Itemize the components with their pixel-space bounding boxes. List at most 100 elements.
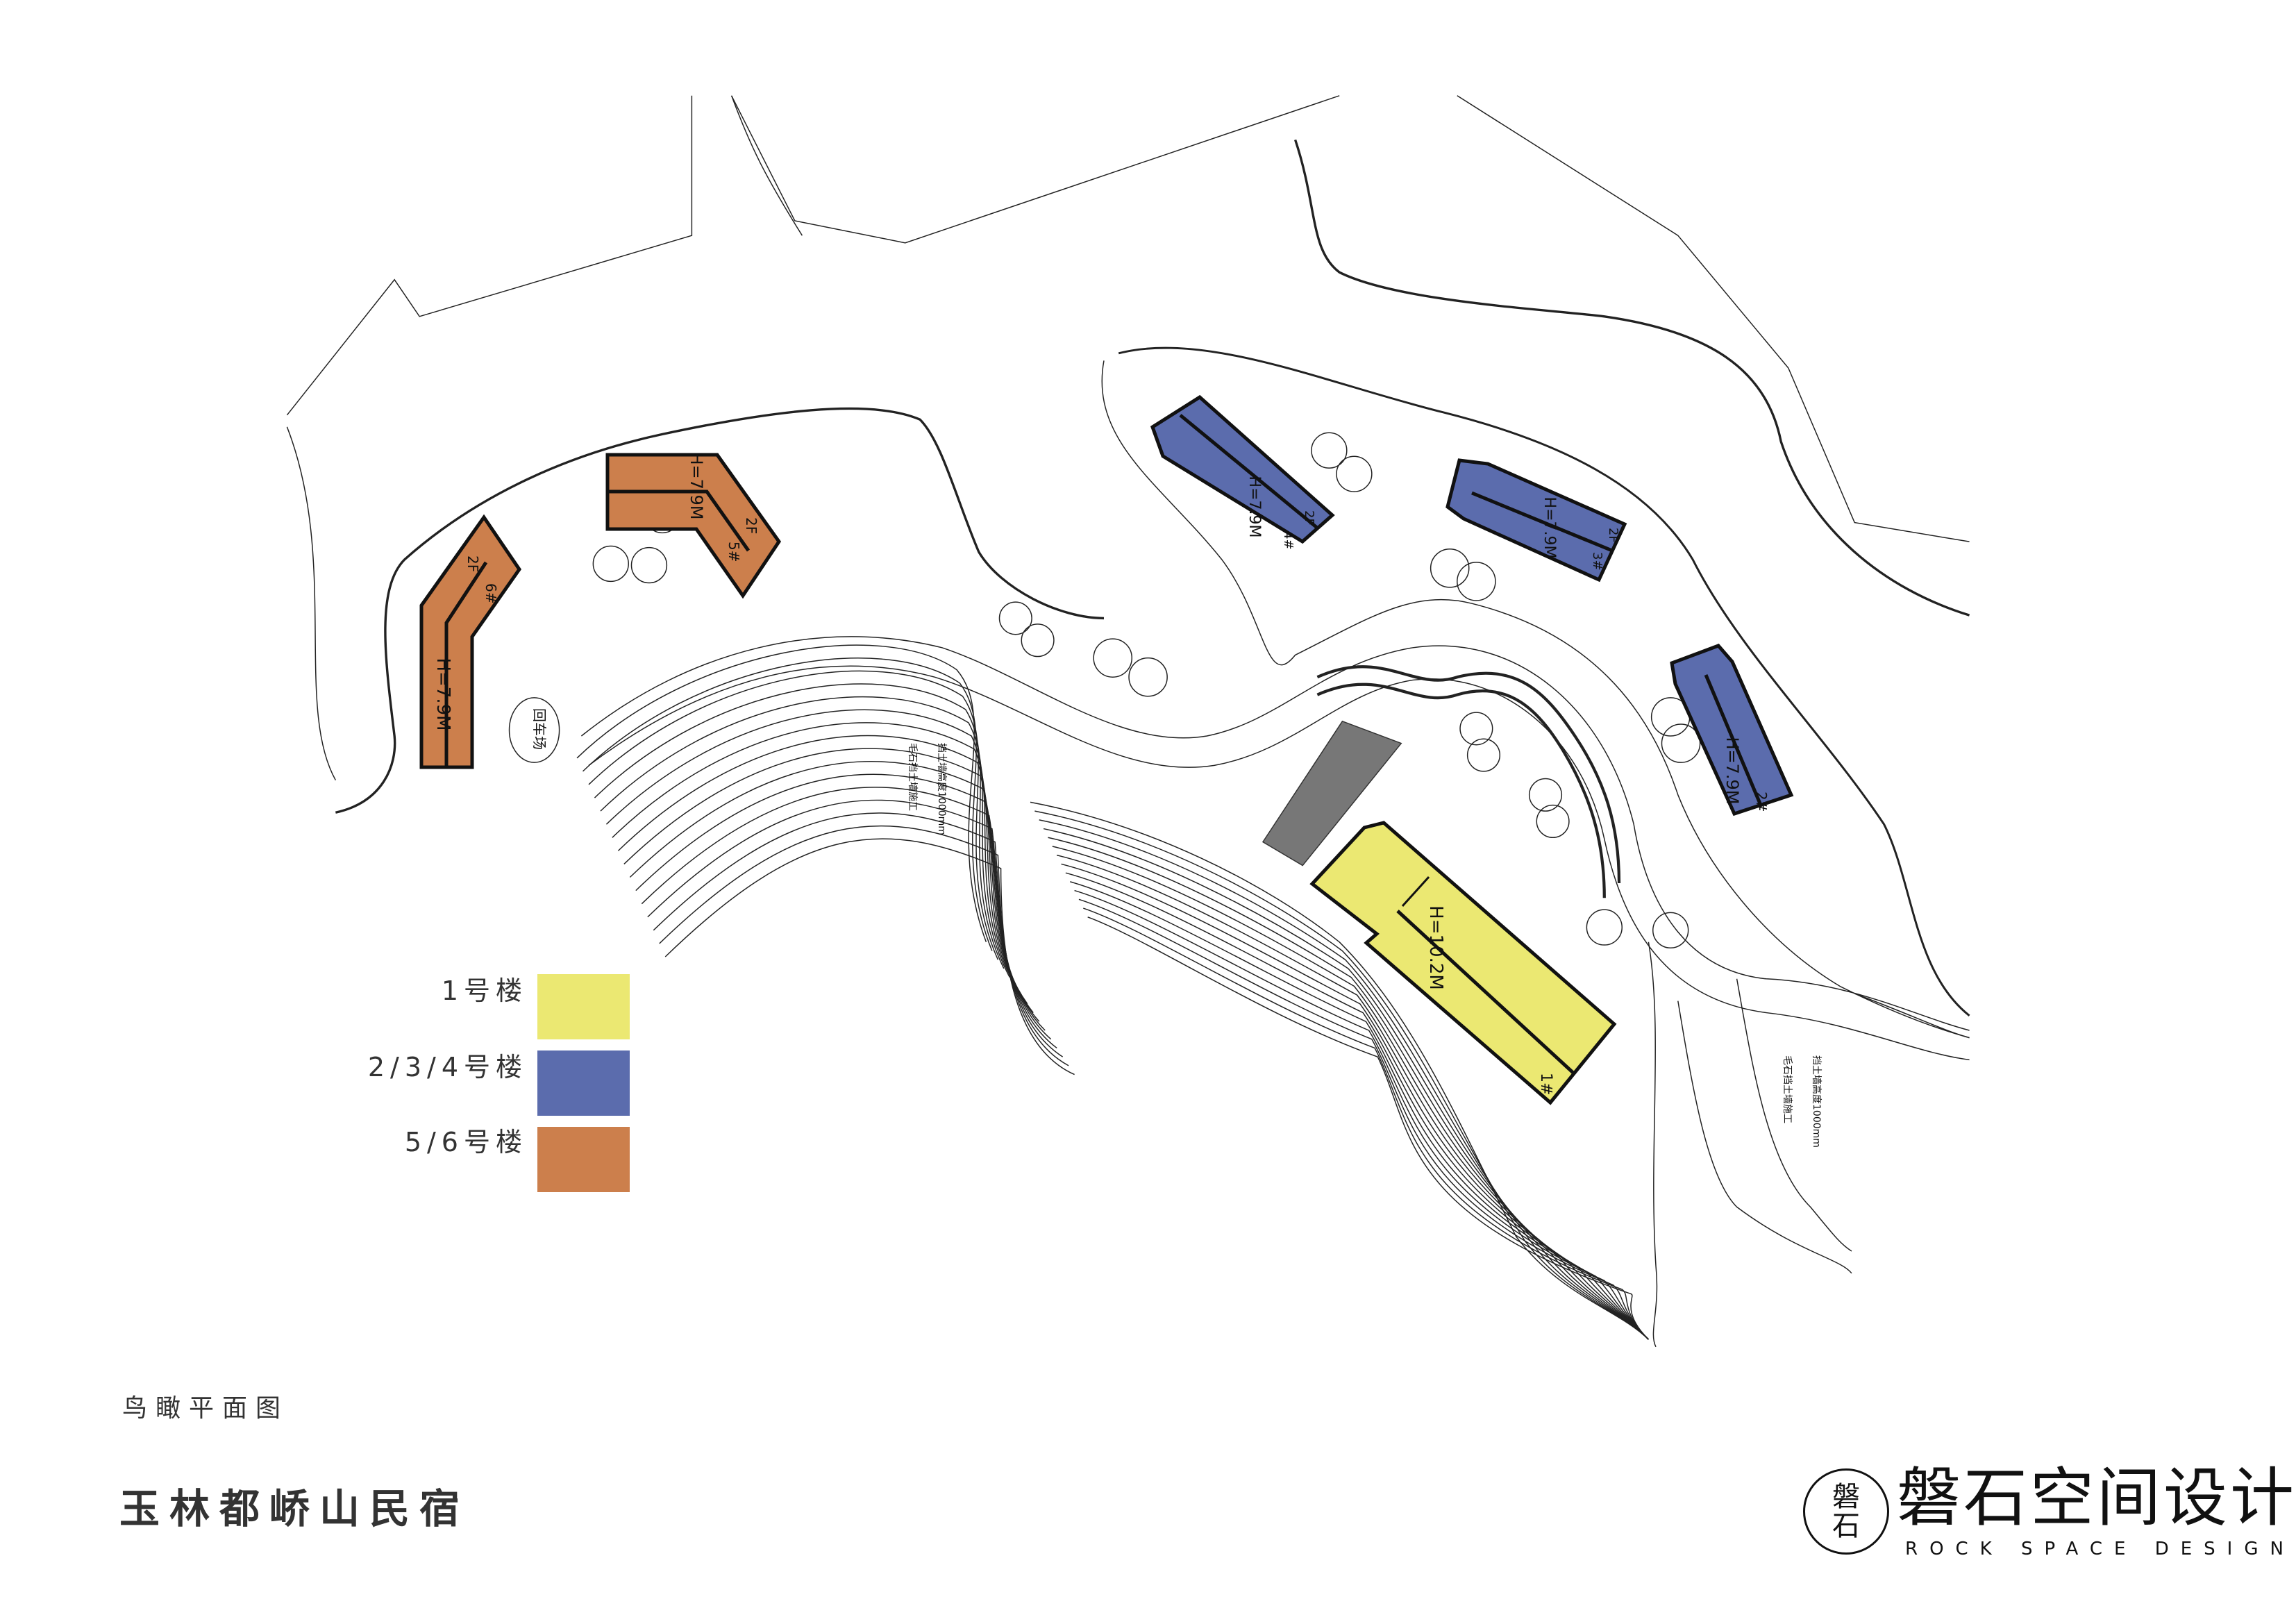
building-6-floors: 2F bbox=[464, 555, 481, 572]
logo-name-cn: 磐石空间设计 bbox=[1897, 1461, 2296, 1535]
road-edge bbox=[588, 665, 1970, 1061]
building-5: H=7.9M 2F 5# bbox=[605, 452, 782, 599]
building-2-id: 2# bbox=[1753, 792, 1770, 812]
building-5-ridge bbox=[607, 489, 751, 552]
contour-line bbox=[623, 748, 1034, 1014]
contour-line bbox=[1048, 837, 1649, 1340]
site-edge bbox=[286, 426, 337, 780]
terrain-lines bbox=[286, 95, 1970, 1348]
building-2: H=7.9M 2# bbox=[1670, 644, 1794, 817]
building-3: H=7.9M 2F 3# bbox=[1446, 458, 1627, 583]
tree bbox=[1311, 432, 1348, 469]
tree bbox=[630, 546, 668, 584]
contour-line bbox=[1078, 898, 1649, 1340]
contour-line bbox=[664, 838, 1075, 1075]
contour-line bbox=[594, 683, 1005, 969]
tree bbox=[1528, 778, 1563, 812]
slope-edge bbox=[1854, 993, 1970, 1039]
tree bbox=[1430, 549, 1470, 588]
building-3-floors: 2F bbox=[1606, 528, 1620, 543]
building-1: H=10.2M 1# bbox=[1309, 821, 1617, 1105]
contour-line bbox=[617, 735, 1028, 1005]
tree bbox=[1457, 562, 1496, 601]
legend-label-buildings-5-6: 5/6号楼 bbox=[404, 1127, 528, 1157]
tree bbox=[1536, 804, 1570, 839]
contour-line bbox=[583, 658, 993, 951]
building-4-ridge bbox=[1179, 414, 1318, 529]
building-4-floors: 2F bbox=[1302, 510, 1316, 526]
boundary-line bbox=[1457, 95, 1970, 542]
boundary-line bbox=[286, 95, 693, 416]
building-2-footprint bbox=[1670, 644, 1794, 817]
contour-line bbox=[576, 644, 987, 943]
building-2-ridge bbox=[1704, 674, 1763, 807]
building-4: H=7.9M 2F 4# bbox=[1150, 394, 1335, 550]
tree bbox=[1466, 738, 1501, 772]
building-1-height: H=10.2M bbox=[1425, 905, 1446, 990]
legend-label-buildings-2-3-4: 2/3/4号楼 bbox=[367, 1052, 528, 1082]
tree bbox=[998, 601, 1032, 635]
tree bbox=[1661, 723, 1701, 763]
tree bbox=[1459, 712, 1493, 746]
contour-line bbox=[600, 696, 1010, 978]
building-6-height: H=7.9M bbox=[433, 658, 453, 730]
tree bbox=[1652, 912, 1689, 949]
building-6: H=7.9M 2F 6# bbox=[419, 514, 522, 769]
tree bbox=[592, 545, 629, 583]
contour-line bbox=[1039, 819, 1649, 1340]
contour-line bbox=[605, 709, 1016, 987]
tree bbox=[1336, 455, 1373, 492]
stream bbox=[1316, 683, 1606, 898]
legend-swatch-buildings-2-3-4 bbox=[537, 1050, 630, 1116]
building-3-id: 3# bbox=[1590, 552, 1604, 571]
building-4-id: 4# bbox=[1281, 531, 1296, 550]
building-1-footprint bbox=[1309, 821, 1617, 1105]
drawing-subtitle: 鸟瞰平面图 bbox=[122, 1394, 290, 1423]
building-2-height: H=7.9M bbox=[1723, 737, 1742, 804]
stream bbox=[1316, 665, 1621, 884]
contour-line bbox=[653, 812, 1064, 1057]
building-1-ridge bbox=[1396, 910, 1576, 1075]
contour-line bbox=[1087, 916, 1649, 1340]
tree bbox=[1093, 638, 1133, 678]
path-edge bbox=[1736, 978, 1852, 1252]
contour-line bbox=[612, 722, 1022, 996]
building-5-height: H=7.9M bbox=[687, 452, 706, 519]
contour-line bbox=[588, 670, 999, 960]
logo-name-en: ROCK SPACE DESIGN bbox=[1905, 1539, 2295, 1559]
contour-line bbox=[629, 761, 1040, 1022]
path-edge bbox=[1648, 941, 1658, 1348]
contour-line bbox=[1034, 810, 1649, 1340]
logo-seal-mark: 磐石 bbox=[1832, 1481, 1860, 1542]
buildings: H=7.9M 2F 6# H=7.9M 2F 5# H=10.2M 1# H=7… bbox=[419, 394, 1794, 1105]
contour-line bbox=[1083, 907, 1649, 1340]
turnaround-circle bbox=[508, 697, 560, 763]
tree bbox=[1128, 657, 1168, 697]
site-edge bbox=[1118, 346, 1970, 1016]
legend-swatch-building-1 bbox=[537, 974, 630, 1039]
legend-swatch-buildings-5-6 bbox=[537, 1127, 630, 1192]
tree bbox=[1586, 909, 1623, 946]
project-title: 玉林都峤山民宿 bbox=[119, 1485, 470, 1532]
river-edge bbox=[730, 95, 803, 236]
boundary-line bbox=[730, 95, 1340, 244]
building-3-height: H=7.9M bbox=[1541, 497, 1558, 559]
retaining-wall-note: 挡土墙高度1000mm bbox=[936, 743, 948, 835]
contour-line bbox=[647, 799, 1057, 1049]
contour-line bbox=[1065, 872, 1649, 1340]
building-6-id: 6# bbox=[483, 583, 499, 603]
logo-seal: 磐石 bbox=[1803, 1468, 1889, 1555]
contour-line bbox=[1052, 846, 1649, 1340]
annotations: 回车场 挡土墙高度1000mm 毛石挡土墙施工 挡土墙高度1000mm 毛石挡土… bbox=[531, 708, 1822, 1148]
contour-line bbox=[1043, 828, 1649, 1340]
building-5-id: 5# bbox=[726, 542, 742, 562]
path-edge bbox=[1677, 1001, 1852, 1274]
plaza-hatch bbox=[1262, 720, 1402, 867]
site-edge bbox=[1101, 360, 1970, 1039]
site-edge bbox=[335, 407, 1105, 814]
contour-line bbox=[659, 825, 1069, 1066]
retaining-wall-note: 挡土墙高度1000mm bbox=[1811, 1055, 1822, 1148]
building-5-floors: 2F bbox=[743, 517, 760, 534]
building-6-ridge bbox=[444, 561, 488, 767]
